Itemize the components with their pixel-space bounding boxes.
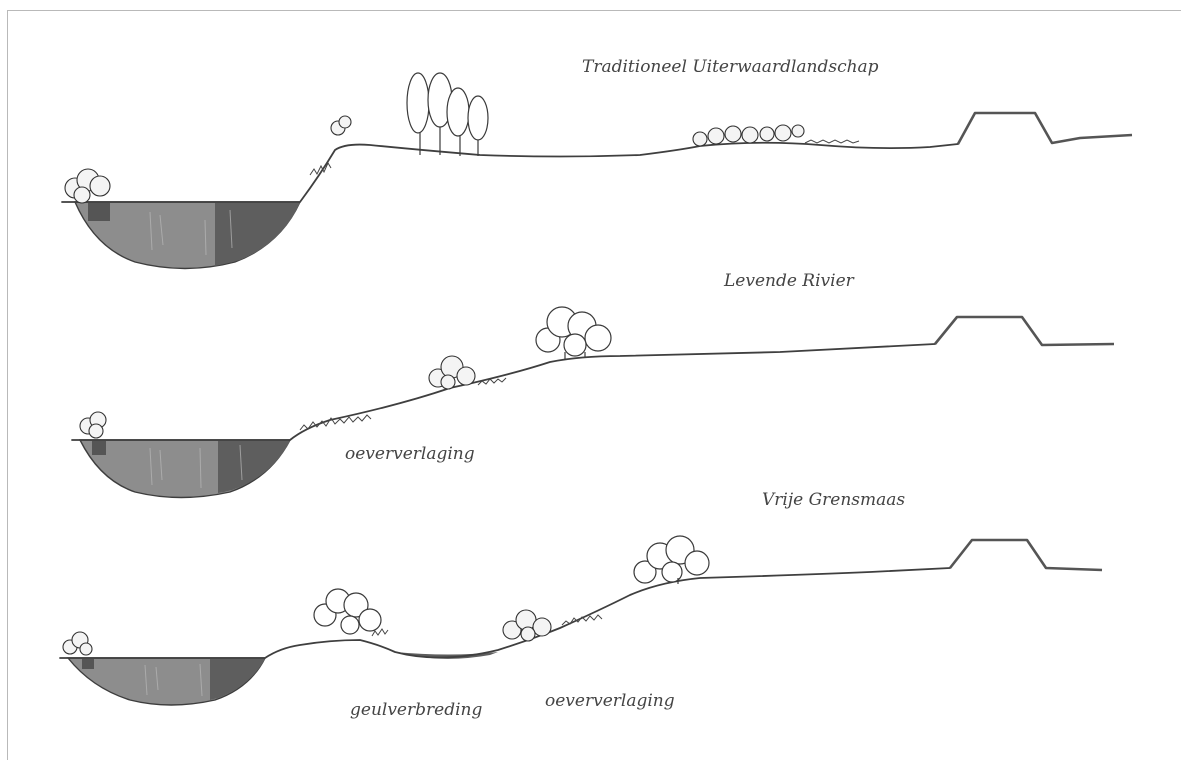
channel-shaded-bank <box>215 203 300 266</box>
panel-title-traditional: Traditioneel Uiterwaardlandschap <box>582 57 879 77</box>
panel-title-free-grensmaas: Vrije Grensmaas <box>762 490 905 510</box>
annotation-bank-lowering: oeververlaging <box>345 444 475 464</box>
bush-icon <box>65 169 110 203</box>
panel-living-river: Levende Rivier oeververlaging <box>72 271 1114 498</box>
dike <box>958 113 1132 144</box>
panel-free-grensmaas: Vrije Grensmaas geulverbreding oeververl… <box>60 490 1102 720</box>
annotation-bank-lowering: oeververlaging <box>545 691 675 711</box>
channel-shaded-bank <box>218 441 290 493</box>
bank-block <box>88 203 110 221</box>
ground-profile <box>60 568 950 658</box>
bank-block <box>82 659 94 669</box>
poplar-trees-icon <box>407 73 488 156</box>
shrub-group-icon <box>429 356 506 389</box>
panel-title-living-river: Levende Rivier <box>723 271 855 291</box>
bank-block <box>92 441 106 455</box>
tree-group-icon <box>536 307 611 360</box>
dike <box>950 540 1102 570</box>
ground-profile <box>72 344 935 440</box>
tree-group-icon <box>314 589 388 636</box>
dike <box>935 317 1114 345</box>
bush-icon <box>80 412 106 438</box>
tree-group-icon <box>634 536 709 584</box>
channel-shaded-bank <box>210 659 265 700</box>
bush-icon <box>63 632 92 655</box>
ground-profile <box>62 143 958 202</box>
panel-traditional-floodplain: Traditioneel Uiterwaardlandschap <box>62 57 1132 269</box>
annotation-channel-widening: geulverbreding <box>350 700 482 720</box>
